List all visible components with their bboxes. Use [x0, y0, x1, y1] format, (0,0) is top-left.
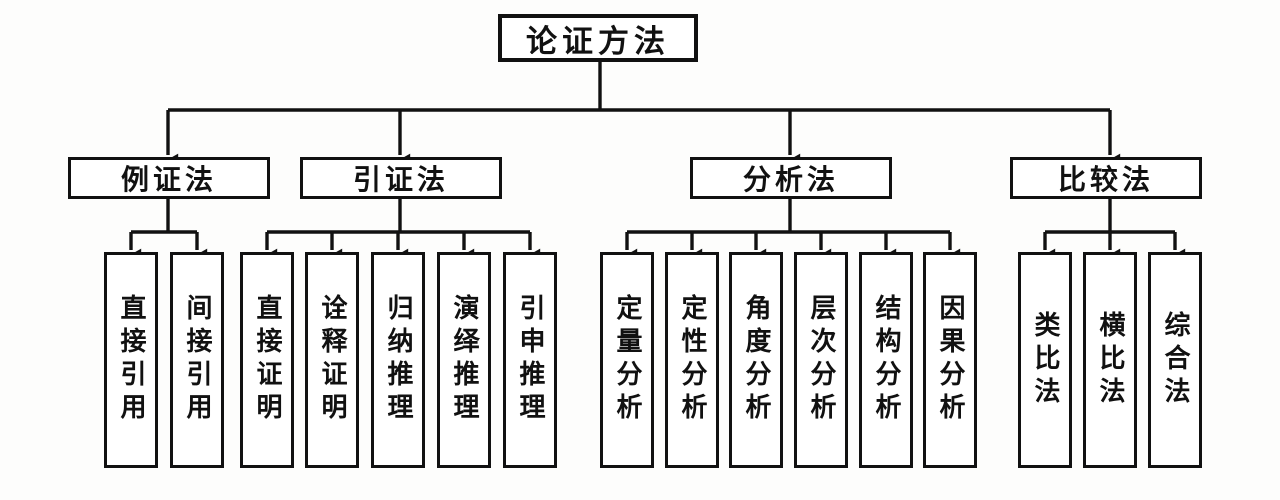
leaf-node-label: 定性分析 [678, 294, 707, 426]
leaf-node-4-1: 类比法 [1018, 252, 1072, 468]
root-node-label: 论证方法 [526, 23, 670, 59]
leaf-node-2-1: 直接证明 [240, 252, 294, 468]
leaf-node-3-5: 结构分析 [859, 252, 913, 468]
leaf-node-label: 角度分析 [742, 294, 771, 426]
leaf-node-label: 类比法 [1031, 310, 1060, 410]
branch-node-3: 分析法 [690, 157, 892, 199]
leaf-node-3-1: 定量分析 [600, 252, 654, 468]
leaf-node-2-4: 演绎推理 [437, 252, 491, 468]
branch-node-label: 比较法 [1057, 165, 1154, 196]
branch-node-2: 引证法 [300, 157, 502, 199]
leaf-node-2-5: 引申推理 [503, 252, 557, 468]
leaf-node-3-4: 层次分析 [794, 252, 848, 468]
leaf-node-label: 间接引用 [183, 294, 212, 426]
leaf-node-label: 归纳推理 [384, 294, 413, 426]
branch-node-4: 比较法 [1010, 157, 1202, 199]
root-node: 论证方法 [498, 14, 698, 62]
branch-node-label: 引证法 [352, 165, 449, 196]
leaf-node-label: 演绎推理 [450, 294, 479, 426]
leaf-node-3-3: 角度分析 [729, 252, 783, 468]
leaf-node-1-2: 间接引用 [170, 252, 224, 468]
leaf-node-label: 定量分析 [613, 294, 642, 426]
leaf-node-label: 结构分析 [872, 294, 901, 426]
leaf-node-3-2: 定性分析 [665, 252, 719, 468]
leaf-node-label: 诠释证明 [318, 294, 347, 426]
leaf-node-label: 综合法 [1161, 310, 1190, 410]
branch-node-label: 例证法 [120, 165, 217, 196]
leaf-node-2-3: 归纳推理 [371, 252, 425, 468]
leaf-node-4-3: 综合法 [1148, 252, 1202, 468]
leaf-node-3-6: 因果分析 [923, 252, 977, 468]
leaf-node-label: 直接证明 [253, 294, 282, 426]
leaf-node-label: 横比法 [1096, 310, 1125, 410]
leaf-node-label: 引申推理 [516, 294, 545, 426]
branch-node-1: 例证法 [68, 157, 270, 199]
leaf-node-label: 层次分析 [807, 294, 836, 426]
leaf-node-label: 直接引用 [117, 294, 146, 426]
leaf-node-4-2: 横比法 [1083, 252, 1137, 468]
leaf-node-2-2: 诠释证明 [305, 252, 359, 468]
leaf-node-label: 因果分析 [936, 294, 965, 426]
branch-node-label: 分析法 [742, 165, 839, 196]
leaf-node-1-1: 直接引用 [104, 252, 158, 468]
